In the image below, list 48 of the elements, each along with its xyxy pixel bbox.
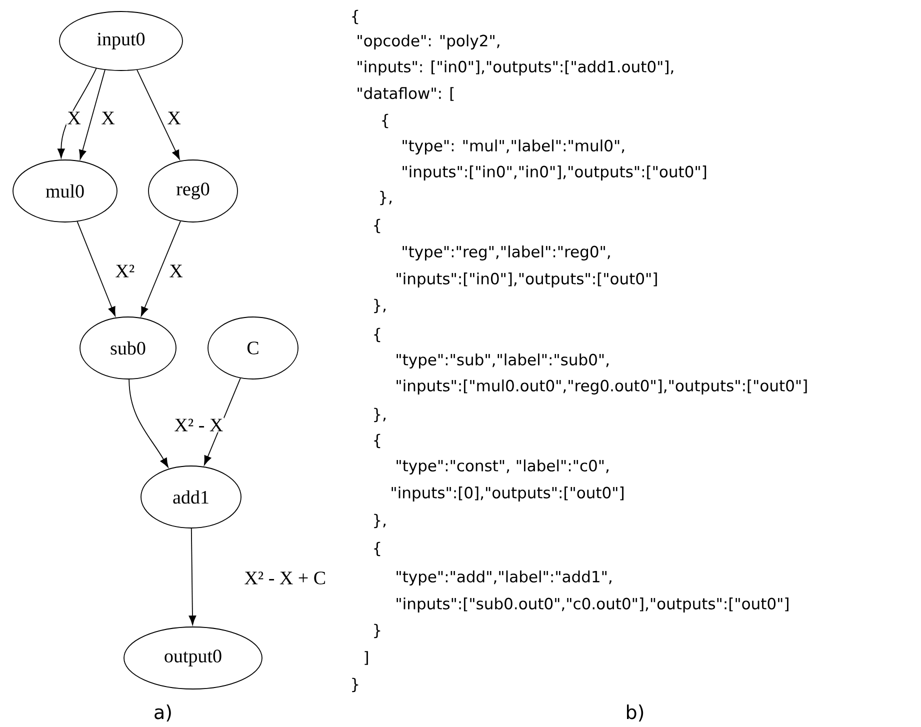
code-line: { bbox=[374, 328, 380, 342]
ellipse-node: C bbox=[208, 316, 298, 380]
code-line: { bbox=[382, 114, 388, 128]
panel-label: b) bbox=[627, 704, 644, 722]
code-line: { bbox=[374, 434, 380, 448]
edge-label: X bbox=[66, 110, 82, 126]
ellipse-node: mul0 bbox=[12, 160, 118, 222]
arrow bbox=[140, 220, 181, 316]
code-line: "inputs":["sub0.out0","c0.out0"],"outputs":["out0"] bbox=[396, 598, 788, 612]
code-line: }, bbox=[374, 514, 386, 528]
code-line: "opcode": "poly2", bbox=[358, 34, 500, 50]
code-line: "inputs":[0],"outputs":["out0"] bbox=[392, 486, 624, 502]
edge-label: X bbox=[168, 264, 184, 278]
arrow bbox=[136, 69, 180, 160]
arrow bbox=[76, 221, 116, 316]
edge-label: X² - X bbox=[173, 418, 224, 432]
code-line: { bbox=[374, 218, 380, 234]
code-line: "inputs": ["in0"],"outputs":["add1.out0"], bbox=[358, 60, 674, 76]
arrow bbox=[128, 378, 168, 468]
edge-label: X² - X + C bbox=[243, 570, 328, 586]
code-line: ] bbox=[364, 651, 368, 665]
ellipse-node: sub0 bbox=[80, 316, 176, 380]
code-line: "type":"reg","label":"reg0", bbox=[402, 246, 610, 260]
code-line: }, bbox=[374, 408, 386, 422]
code-line: { bbox=[374, 542, 380, 556]
edge-label: X bbox=[166, 110, 182, 126]
code-line: }, bbox=[380, 190, 392, 206]
ellipse-node: input0 bbox=[59, 11, 183, 71]
code-line: "inputs":["in0"],"outputs":["out0"] bbox=[396, 272, 657, 288]
arrow bbox=[57, 68, 97, 158]
code-line: }, bbox=[374, 298, 386, 314]
code-line: "type":"sub","label":"sub0", bbox=[396, 354, 608, 368]
edge-label: X² bbox=[114, 264, 136, 278]
arrow bbox=[79, 69, 106, 160]
ellipse-node: output0 bbox=[124, 626, 262, 690]
edge-label: X bbox=[100, 110, 116, 126]
code-line: "inputs":["in0","in0"],"outputs":["out0"] bbox=[402, 166, 706, 180]
code-line: "dataflow": [ bbox=[358, 87, 454, 101]
code-line: } bbox=[352, 678, 358, 692]
ellipse-node: reg0 bbox=[148, 160, 238, 222]
code-line: { bbox=[352, 10, 358, 24]
arrow bbox=[188, 528, 196, 626]
ellipse-node: add1 bbox=[140, 466, 242, 528]
code-line: "type":"add","label":"add1", bbox=[396, 570, 612, 586]
code-line: } bbox=[374, 624, 380, 638]
code-line: "inputs":["mul0.out0","reg0.out0"],"outputs":["out0"] bbox=[396, 380, 807, 394]
code-line: "type": "mul","label":"mul0", bbox=[402, 140, 624, 154]
code-line: "type":"const", "label":"c0", bbox=[396, 460, 608, 474]
